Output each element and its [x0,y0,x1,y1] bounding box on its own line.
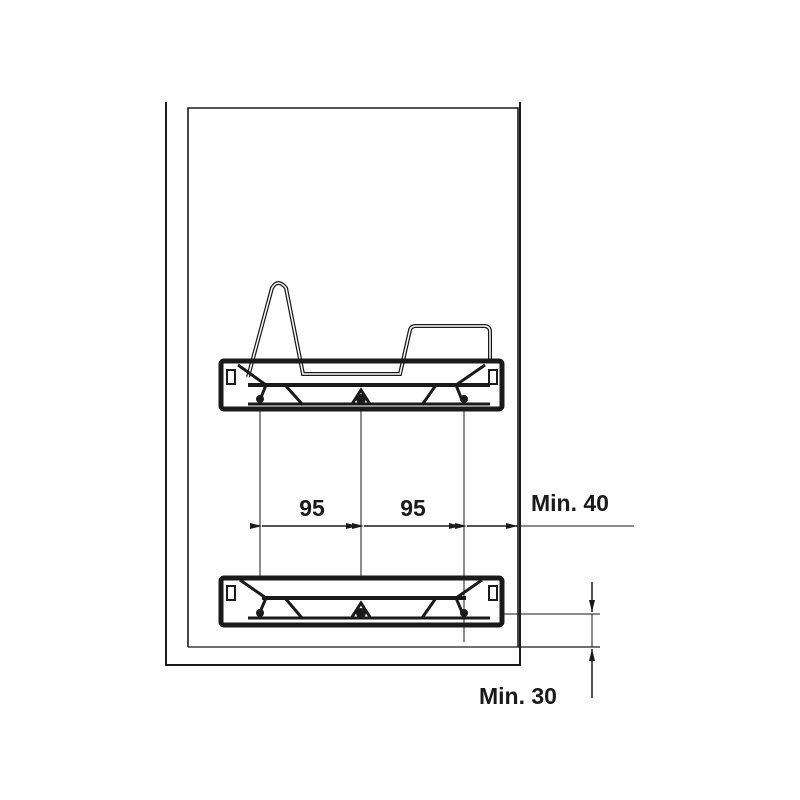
upper-rack [218,281,505,412]
spacing-right-label: 95 [400,495,426,521]
side-clearance-label: Min. 40 [531,490,609,516]
dimension-lines [250,410,634,698]
spacing-left-label: 95 [299,495,325,521]
lower-rack [218,575,505,628]
cabinet-outline [165,102,600,666]
bottom-clearance-label: Min. 30 [479,683,557,709]
